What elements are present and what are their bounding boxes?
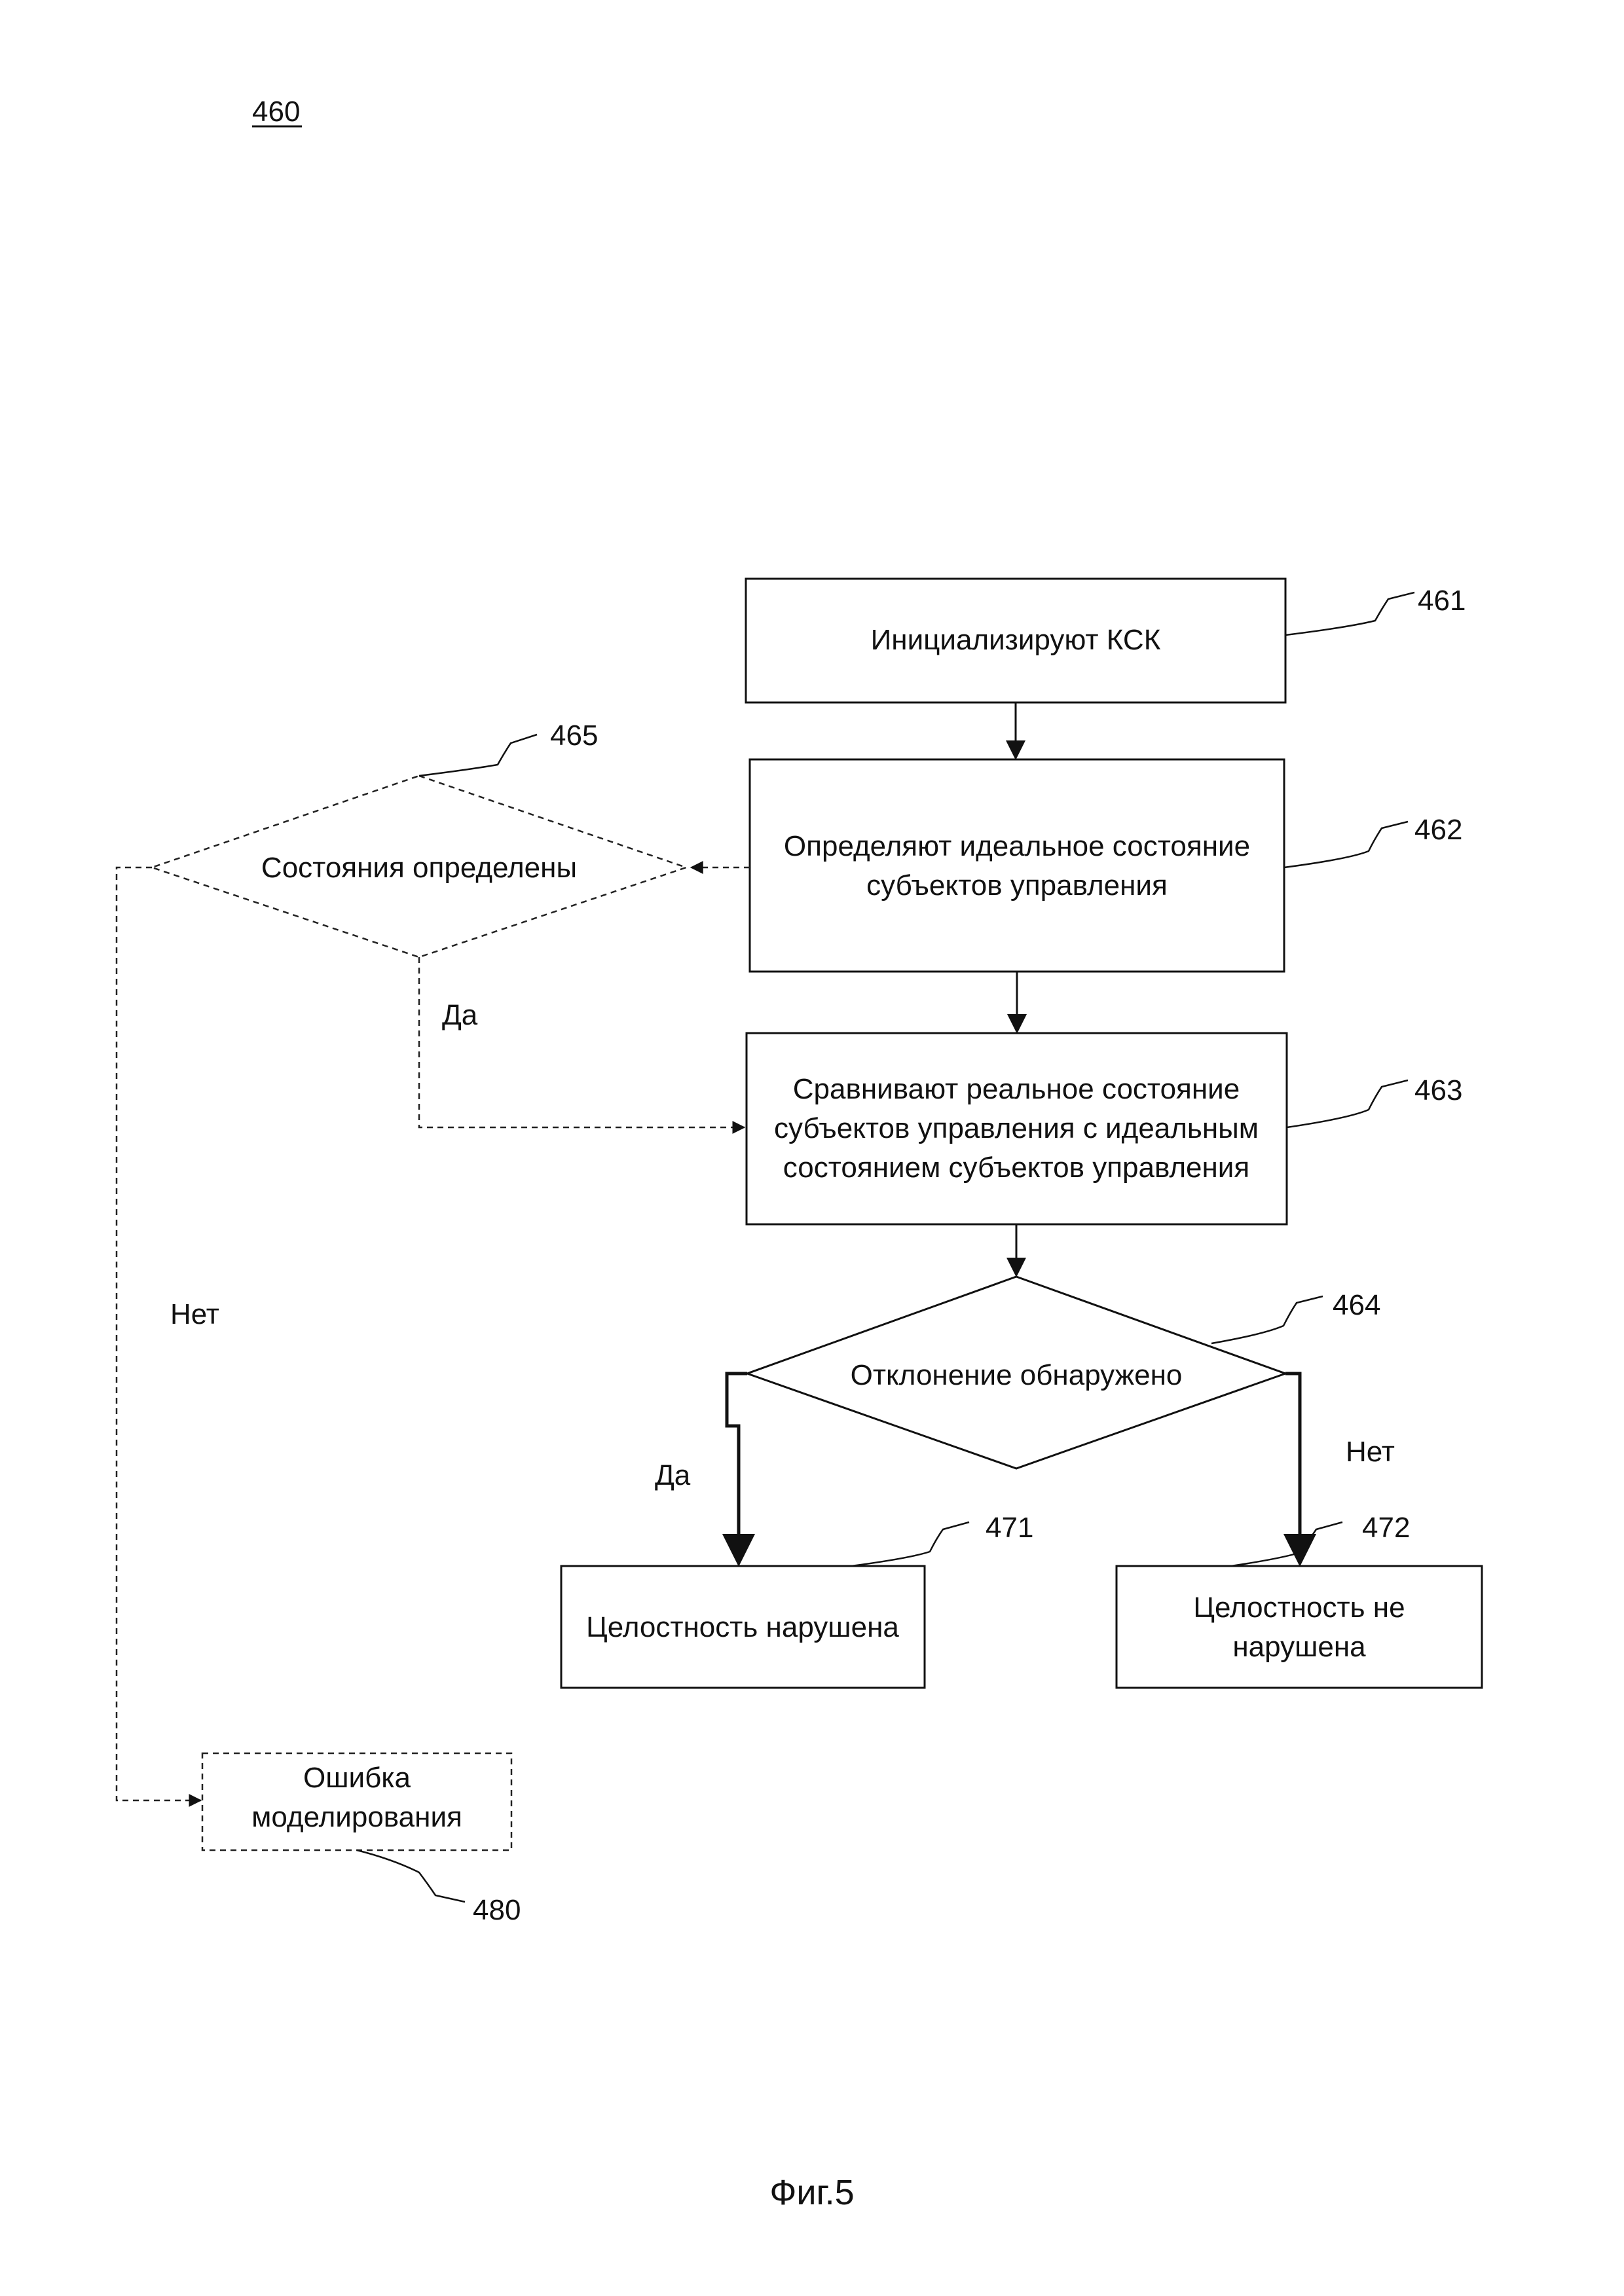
node-465-line-1: Состояния определены — [261, 852, 577, 884]
ref-463: 463 — [1414, 1074, 1462, 1106]
leader-471 — [851, 1522, 969, 1566]
arrow-464-no-to-472 — [1285, 1374, 1300, 1563]
leader-472 — [1231, 1522, 1342, 1566]
node-462-line-1: Определяют идеальное состояние — [784, 830, 1250, 862]
leader-480 — [357, 1850, 465, 1902]
label-465-yes: Да — [442, 999, 478, 1031]
leader-462 — [1284, 822, 1408, 867]
node-461-line-1: Инициализируют КСК — [871, 624, 1161, 656]
leader-463 — [1287, 1080, 1408, 1127]
node-464-deviation-detected: Отклонение обнаружено — [747, 1277, 1285, 1468]
label-464-no: Нет — [1346, 1436, 1395, 1468]
node-461-initialize: Инициализируют КСК — [746, 579, 1285, 702]
node-480-line-2: моделирования — [251, 1801, 462, 1833]
node-471-integrity-violated: Целостность нарушена — [561, 1566, 925, 1688]
leader-464 — [1211, 1296, 1323, 1343]
ref-464: 464 — [1333, 1289, 1380, 1321]
arrow-464-yes-to-471 — [727, 1374, 747, 1563]
node-463-line-3: состоянием субъектов управления — [783, 1152, 1249, 1184]
node-462-line-2: субъектов управления — [866, 869, 1168, 902]
node-480-line-1: Ошибка — [303, 1762, 411, 1794]
node-463-line-1: Сравнивают реальное состояние — [793, 1073, 1240, 1105]
ref-471: 471 — [986, 1512, 1033, 1544]
label-465-no: Нет — [170, 1298, 219, 1330]
figure-caption: Фиг.5 — [769, 2173, 854, 2212]
leader-465 — [419, 735, 537, 776]
node-462-define-ideal: Определяют идеальное состояние субъектов… — [750, 759, 1284, 972]
node-465-states-defined: Состояния определены — [152, 776, 686, 957]
ref-465: 465 — [550, 720, 598, 752]
figure-number: 460 — [252, 96, 300, 128]
ref-480: 480 — [473, 1894, 521, 1926]
leader-461 — [1285, 592, 1414, 635]
node-471-line-1: Целостность нарушена — [586, 1611, 899, 1643]
node-463-line-2: субъектов управления с идеальным — [774, 1112, 1259, 1144]
ref-461: 461 — [1418, 585, 1466, 617]
arrow-465-no-to-480 — [117, 867, 201, 1800]
node-472-integrity-not-violated: Целостность не нарушена — [1116, 1566, 1482, 1688]
ref-462: 462 — [1414, 814, 1462, 846]
label-464-yes: Да — [655, 1459, 691, 1491]
node-464-line-1: Отклонение обнаружено — [851, 1359, 1183, 1391]
node-480-modeling-error: Ошибка моделирования — [202, 1753, 511, 1850]
node-463-compare-states: Сравнивают реальное состояние субъектов … — [747, 1033, 1287, 1224]
arrow-465-yes-to-463 — [419, 957, 745, 1127]
ref-472: 472 — [1362, 1512, 1410, 1544]
node-472-line-2: нарушена — [1232, 1631, 1366, 1663]
node-472-line-1: Целостность не — [1193, 1592, 1405, 1624]
